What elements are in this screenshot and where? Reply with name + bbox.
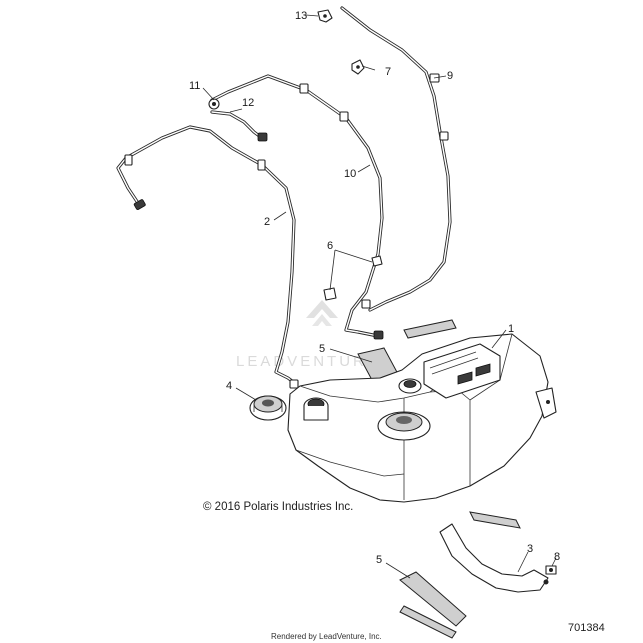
copyright-notice: © 2016 Polaris Industries Inc.: [203, 501, 354, 513]
pad-strips: [399, 319, 521, 639]
rendered-by-credit: Rendered by LeadVenture, Inc.: [271, 632, 382, 641]
part-2-vent-hose: [116, 125, 299, 389]
part-12-elbow-hose: [210, 110, 268, 142]
leader-lines: [202, 14, 557, 579]
callout-8: 8: [554, 551, 560, 563]
callout-12: 12: [242, 97, 254, 109]
callout-11: 11: [189, 80, 200, 92]
part-9-vent-hose: [340, 6, 452, 312]
callout-labels: 13 7 9 11 12 10 2 6 5 4 1 3 8 5: [189, 10, 560, 566]
part-13-clip: [317, 9, 333, 23]
callout-4: 4: [226, 380, 232, 392]
callout-1: 1: [508, 323, 514, 335]
callout-6: 6: [327, 240, 333, 252]
callout-2: 2: [264, 216, 270, 228]
callout-3: 3: [527, 543, 533, 555]
part-1-fuel-tank: [287, 333, 557, 503]
watermark: LEADVENTURE: [236, 300, 380, 370]
part-3-strap: [439, 523, 549, 593]
document-number: 701384: [568, 622, 605, 634]
callout-10: 10: [344, 168, 356, 180]
callout-5-lower: 5: [376, 554, 382, 566]
callout-9: 9: [447, 70, 453, 82]
callout-5-upper: 5: [319, 343, 325, 355]
part-4-fuel-cap: [249, 395, 287, 421]
part-10-vent-hose: [210, 74, 384, 340]
callout-13: 13: [295, 10, 307, 22]
part-8-bolt: [545, 565, 557, 575]
part-7-clip: [351, 59, 365, 75]
watermark-text: LEADVENTURE: [236, 353, 380, 370]
part-5-pad-lower: [399, 571, 467, 627]
part-11-fitting: [208, 98, 220, 110]
part-6-push-clips: [323, 255, 383, 301]
callout-7: 7: [385, 66, 391, 78]
